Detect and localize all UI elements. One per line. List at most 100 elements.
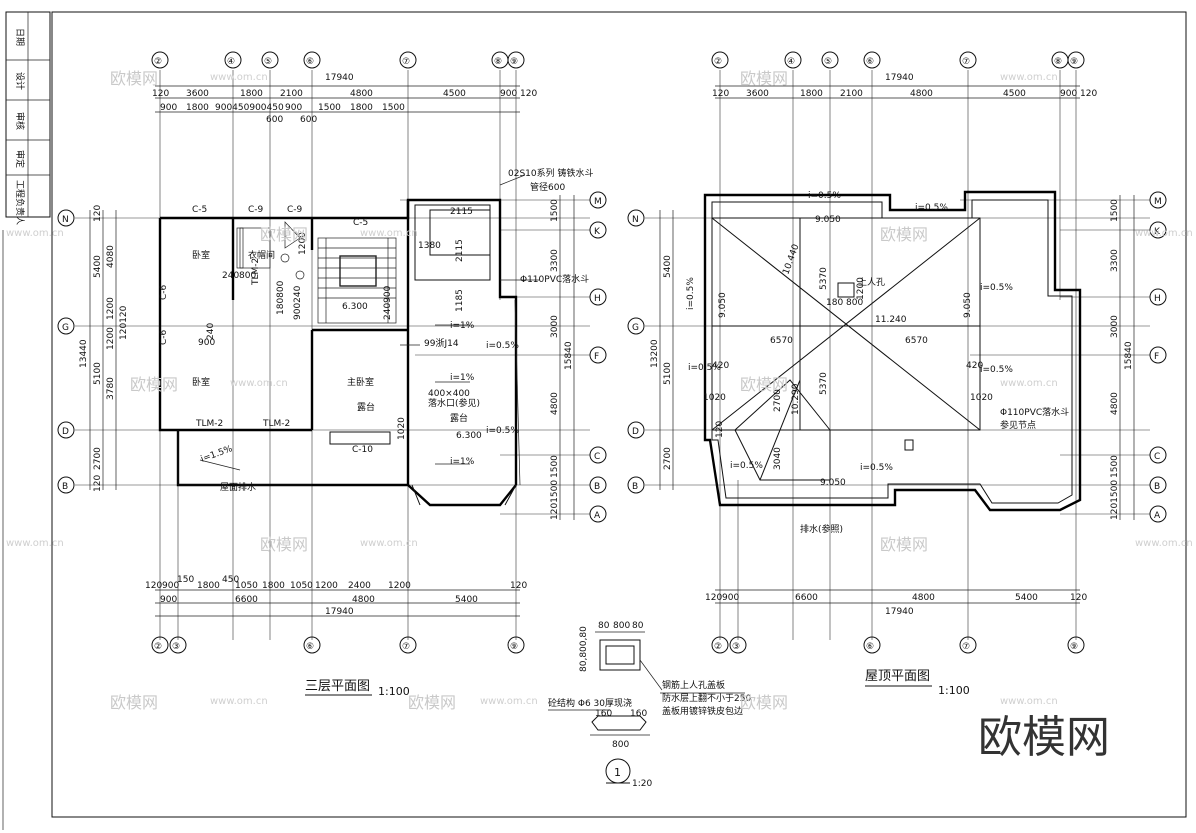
dim: 4800 [910,89,933,99]
plan-scale: 1:100 [938,684,970,697]
axis-label: C [1154,452,1160,462]
dim: 4080 [106,245,116,268]
dim: 1201500 [550,480,560,520]
dim: 80,800,80 [579,626,589,672]
dim: 120 [705,593,722,603]
dim: 2100 [280,89,303,99]
label: 主卧室 [347,376,374,388]
axis-label: ⑤ [264,57,272,67]
note: 盖板用镀锌铁皮包边 [662,705,743,717]
dim: 1050 [290,581,313,591]
dim: 160 [630,709,647,719]
label: C-6 [159,284,169,300]
label: 180800 [276,280,286,315]
watermark-brand: 欧模网 [260,535,308,554]
label: 9.050 [963,292,973,318]
watermark-url: www.om.cn [1000,72,1058,83]
dim: 3600 [186,89,209,99]
dim: 120 [152,89,169,99]
dim: 1500 [550,455,560,478]
label: 参见节点 [1000,419,1036,431]
axis-label: ⑦ [402,642,410,652]
dim: 1500 [382,103,405,113]
roof-plan: i=0.5% i=0.5% i=0.5% i=0.5% i=0.5% i=0.5… [627,51,1167,697]
dim: 1800 [197,581,220,591]
label: 1020 [970,393,993,403]
axis-label: A [594,511,601,521]
watermark-brand: 欧模网 [260,225,308,244]
dim: 4800 [550,392,560,415]
dim: 120 [1070,593,1087,603]
plan-scale: 1:100 [378,685,410,698]
dim: 6600 [235,595,258,605]
label: 卧室 [192,249,210,261]
label: 6.300 [342,302,368,312]
axis-label: ⑤ [824,57,832,67]
label: 2700 [773,389,783,412]
roof-dims-left: 5400 13200 5100 2700 [650,255,673,470]
label: 9.050 [718,292,728,318]
dim: 1200 [106,297,116,320]
label: 5370 [819,267,829,290]
axis-label: ② [154,642,162,652]
axis-label: ② [154,57,162,67]
dim: 900 [722,593,739,603]
dims-top-row2: 900 1800 900450900450 900 1500 1800 1500 [160,103,405,113]
label: 卧室 [192,376,210,388]
label: 02S10系列 铸铁水斗 [508,167,593,179]
label: 衣帽间 [248,249,275,261]
drawing-frame [51,11,1187,818]
dim: 5100 [93,362,103,385]
label: 240900 [383,285,393,320]
label: C-9 [287,205,303,215]
dim: 4500 [443,89,466,99]
label: C-9 [248,205,264,215]
dim: 1200 [315,581,338,591]
label: 10.290 [791,383,801,415]
axis-label: K [594,227,601,237]
watermark-url: www.om.cn [1135,228,1193,239]
roof-total-dim-bottom: 17940 [885,607,914,617]
watermark-url: www.om.cn [480,696,538,707]
label: TLM-2 [262,419,290,429]
dims-right: 1500 3300 3000 15840 4800 1500 1201500 [550,199,574,520]
label: i=1% [450,373,475,383]
roof-dims-bottom: 120 900 6600 4800 5400 120 [705,593,1087,603]
dim: 1800 [800,89,823,99]
title-block-cell: 审核 [14,112,26,130]
title-block-cell: 设计 [14,72,26,90]
roof-left-axis-bubbles: N G D B [627,209,645,494]
axis-label: N [632,215,639,225]
axis-label: ⑦ [962,642,970,652]
detail-number: 1 [614,766,621,779]
dims-left: 120 4080 5400 1200 120120 1200 13440 510… [79,205,129,492]
dim: 4800 [1110,392,1120,415]
dim: 1500 [318,103,341,113]
axis-label: ④ [227,57,235,67]
watermarks: 欧模网 www.om.cn 欧模网 www.om.cn www.om.cn 欧模… [6,69,1193,712]
label: i=0.5% [915,203,948,213]
stair [317,237,397,324]
title-block-cell: 日期 [14,28,25,46]
dim: 1800 [240,89,263,99]
axis-label: D [632,427,639,437]
label: 2115 [455,239,465,262]
label: 1020 [397,417,407,440]
dim: 4500 [1003,89,1026,99]
dim: 1800 [262,581,285,591]
roof-top-axis-bubbles: ② ④ ⑤ ⑥ ⑦ ⑧ ⑨ [711,51,1085,69]
axis-label: ⑨ [510,642,518,652]
label: TLM-2 [251,258,261,286]
axis-label: B [632,482,638,492]
dim: 800 [612,740,629,750]
detail-scale: 1:20 [632,779,652,789]
dim: 4800 [350,89,373,99]
dim: 1800 [186,103,209,113]
label: 800 [239,271,256,281]
label: i=0.5% [686,277,696,310]
note: 砼结构 Φ6 30厚现浇 [548,697,632,709]
axis-label: H [594,294,601,304]
axis-label: ② [714,642,722,652]
dim: 15840 [1124,341,1134,370]
label: i=0.5% [980,283,1013,293]
